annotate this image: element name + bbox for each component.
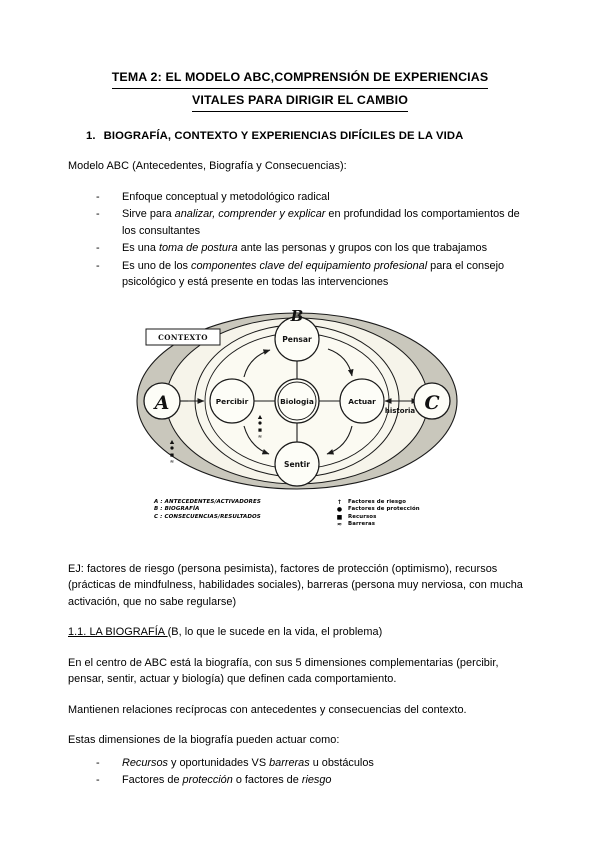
page-title-line-2: VITALES PARA DIRIGIR EL CAMBIO (191, 89, 409, 112)
dimensions-bullet-list: Recursos y oportunidades VS barreras u o… (68, 755, 532, 789)
legend-item: A : ANTECEDENTES/ACTIVADORES (154, 498, 261, 505)
legend-label: Barreras (348, 521, 376, 528)
emphasis-text: Recursos (122, 756, 168, 769)
plain-text: o factores de (232, 774, 302, 786)
legend-label: Factores de protección (348, 506, 420, 513)
legend-marker-icon: ● (336, 506, 343, 514)
plain-text: Enfoque conceptual y metodológico radica… (122, 190, 330, 203)
section-heading-1: 1. BIOGRAFÍA, CONTEXTO Y EXPERIENCIAS DIF… (68, 130, 532, 142)
legend-marker-icon: ≈ (336, 521, 343, 529)
plain-text: Factores de (122, 774, 183, 786)
label-contexto: CONTEXTO (158, 333, 208, 342)
emphasis-text: toma de postura (158, 242, 238, 254)
svg-text:≈: ≈ (170, 459, 174, 465)
section-title-1: BIOGRAFÍA, CONTEXTO Y EXPERIENCIAS DIFÍC… (103, 130, 464, 142)
legend-item: ● Factores de protección (336, 506, 462, 514)
legend-column-right: ↑ Factores de riesgo ● Factores de protecci… (336, 499, 462, 529)
plain-text: u obstáculos (309, 756, 374, 769)
emphasis-text: protección (182, 774, 233, 786)
node-label-pensar: Pensar (282, 335, 312, 344)
page-title-line-1: TEMA 2: EL MODELO ABC,COMPRENSIÓN DE EXP… (111, 66, 489, 89)
page-title: TEMA 2: EL MODELO ABC,COMPRENSIÓN DE EXP… (68, 66, 532, 112)
emphasis-text: riesgo (301, 774, 332, 786)
label-c: C (424, 392, 439, 414)
subsection-title-1-1: 1.1. LA BIOGRAFÍA (68, 626, 168, 638)
list-item: Sirve para analizar, comprender y explic… (96, 206, 532, 239)
node-label-percibir: Percibir (216, 397, 249, 406)
context-markers-left: ≈ (169, 439, 175, 465)
list-item: Es uno de los componentes clave del equi… (96, 258, 532, 291)
legend-marker-icon: ↑ (336, 498, 343, 506)
node-label-actuar: Actuar (348, 397, 376, 406)
intro-bullet-list: Enfoque conceptual y metodológico radica… (68, 189, 532, 291)
emphasis-text: analizar, comprender y explicar (174, 208, 326, 220)
legend-item: ≈ Barreras (336, 521, 462, 529)
plain-text: en profundidad los comportamientos de lo… (122, 208, 520, 237)
label-b: B (290, 309, 304, 325)
legend-marker-icon: ■ (336, 513, 343, 521)
legend-item: ■ Recursos (336, 514, 462, 522)
svg-text:≈: ≈ (258, 434, 262, 440)
plain-text: para el consejo psicológico y está prese… (122, 259, 505, 289)
plain-text: y oportunidades VS (168, 756, 270, 769)
section-number-1: 1. (86, 130, 96, 142)
legend-item: B : BIOGRAFÍA (154, 506, 200, 513)
legend-item: C : CONSECUENCIAS/RESULTADOS (154, 513, 261, 520)
plain-text: Es una (122, 242, 159, 254)
plain-text: ante las personas y grupos con los que t… (237, 242, 488, 254)
abc-model-svg: Pensar Sentir Percibir Actuar Biologia A… (136, 309, 458, 490)
plain-text: Es uno de los (122, 259, 192, 272)
subsection-subtitle-1-1: (B, lo que le sucede en la vida, el prob… (167, 626, 383, 638)
label-historia: historia (385, 407, 416, 415)
list-item: Recursos y oportunidades VS barreras u o… (96, 755, 532, 772)
legend-item: ↑ Factores de riesgo (336, 499, 462, 507)
legend-label: Factores de riesgo (348, 498, 407, 505)
biography-markers-left: ≈ (257, 414, 263, 440)
list-item: Factores de protección o factores de rie… (96, 772, 532, 789)
abc-model-diagram: Pensar Sentir Percibir Actuar Biologia A… (132, 308, 462, 547)
paragraph-center-abc: En el centro de ABC está la biografía, c… (68, 656, 499, 686)
label-a: A (153, 392, 170, 414)
node-label-sentir: Sentir (284, 460, 310, 469)
node-label-biologia: Biologia (280, 397, 314, 406)
intro-paragraph: Modelo ABC (Antecedentes, Biografía y Co… (68, 160, 347, 172)
paragraph-dimensions-lead: Estas dimensiones de la biografía pueden… (68, 734, 340, 746)
emphasis-text: componentes clave del equipamiento profe… (191, 259, 428, 272)
list-item: Es una toma de postura ante las personas… (96, 240, 532, 257)
plain-text: Sirve para (122, 208, 175, 220)
example-paragraph: EJ: factores de riesgo (persona pesimist… (68, 562, 523, 608)
legend-label: Recursos (348, 513, 377, 520)
subsection-heading-1-1: 1.1. LA BIOGRAFÍA (B, lo que le sucede e… (68, 624, 532, 641)
document-content: TEMA 2: EL MODELO ABC,COMPRENSIÓN DE EXP… (68, 66, 532, 797)
emphasis-text: barreras (269, 756, 310, 769)
list-item: Enfoque conceptual y metodológico radica… (96, 189, 532, 206)
paragraph-reciprocal-relations: Mantienen relaciones recíprocas con ante… (68, 703, 467, 716)
